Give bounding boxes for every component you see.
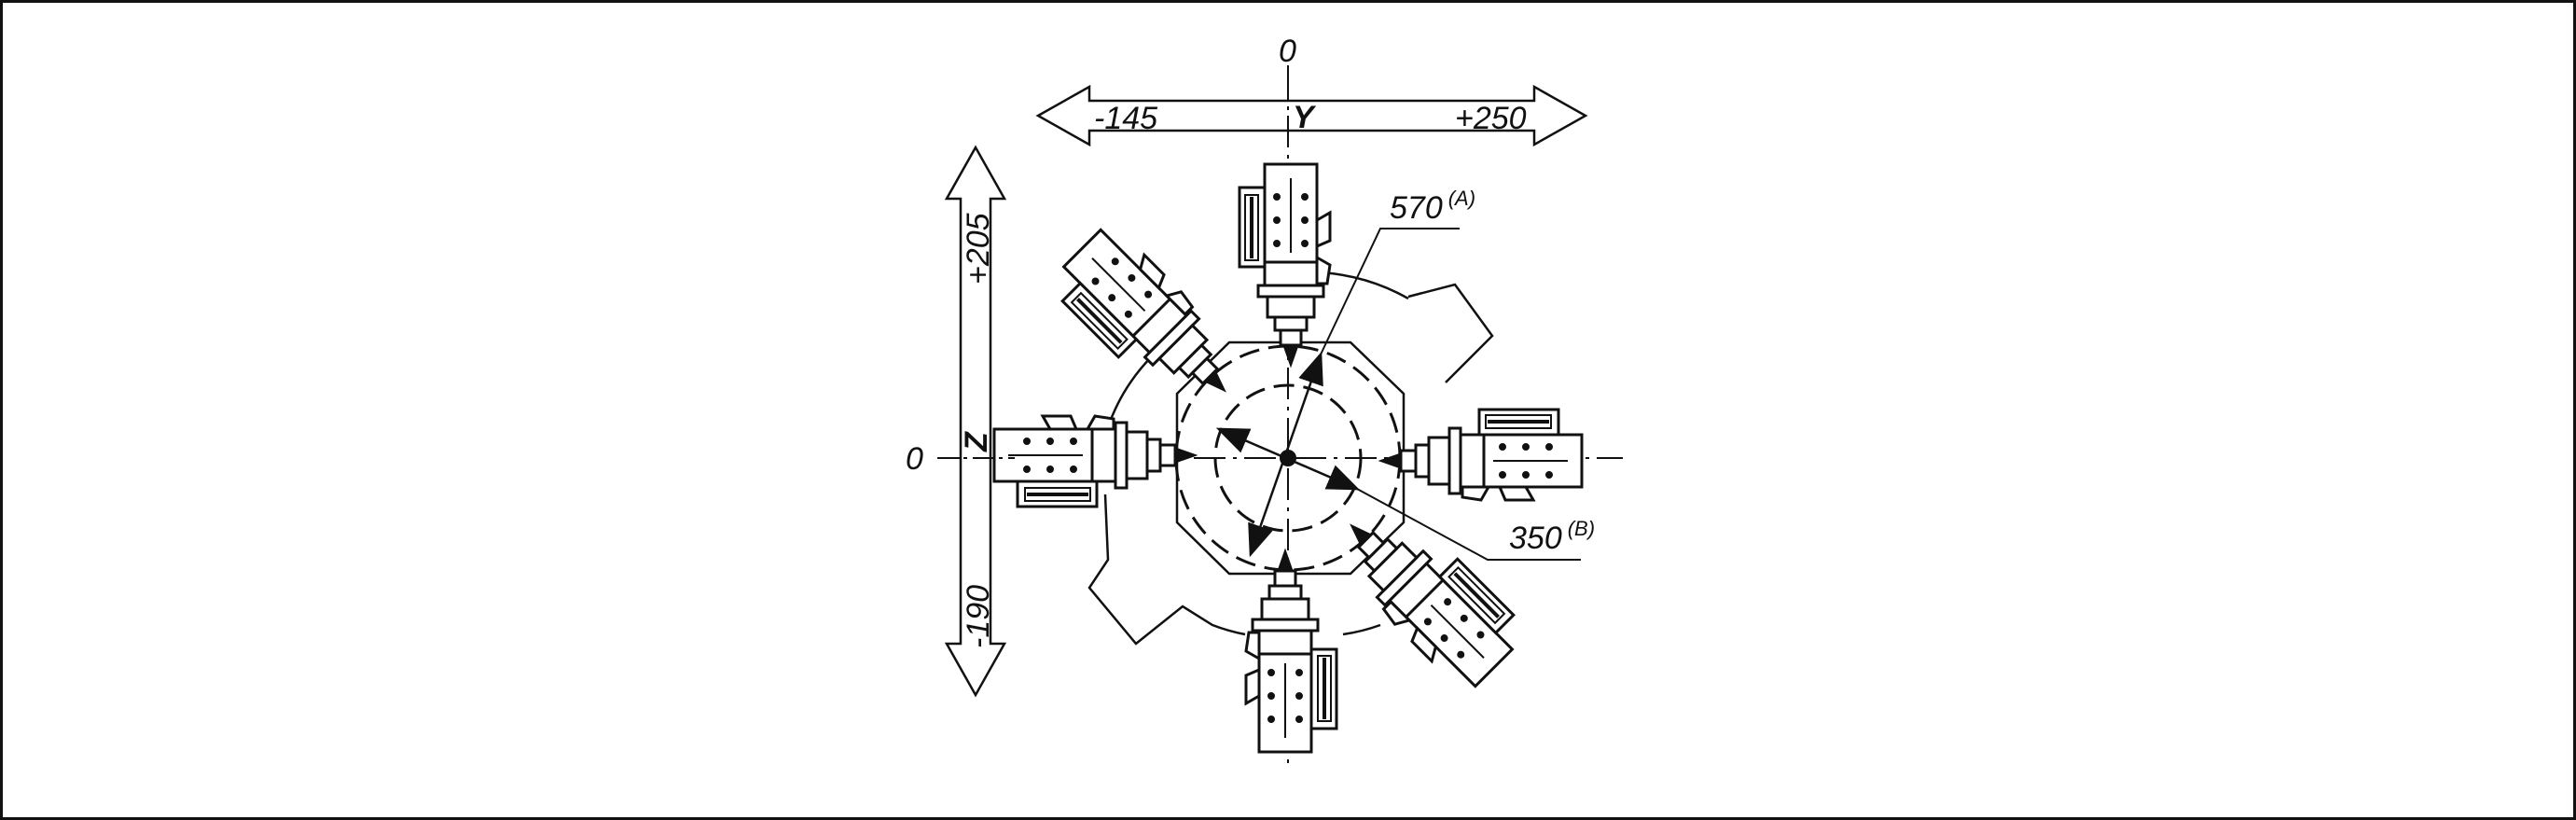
dim-a-label: 570(A) bbox=[1390, 187, 1475, 226]
z-min-label: -190 bbox=[961, 585, 996, 648]
tool-station-top bbox=[1238, 162, 1332, 366]
z-zero-label: 0 bbox=[906, 441, 923, 477]
dim-b-leader bbox=[1356, 488, 1581, 561]
dim-b-sup: (B) bbox=[1568, 517, 1595, 540]
y-zero-label: 0 bbox=[1279, 34, 1296, 69]
y-min-label: -145 bbox=[1094, 101, 1157, 136]
z-axis-arrow bbox=[944, 145, 1007, 698]
dim-b-label: 350 (B) bbox=[1509, 517, 1595, 556]
tool-station-bottom bbox=[1244, 550, 1338, 754]
dim-a-leader bbox=[1320, 228, 1460, 355]
dim-a-value: 570 bbox=[1390, 190, 1443, 226]
turret-outline bbox=[1087, 271, 1494, 646]
z-max-label: +205 bbox=[961, 213, 996, 285]
dim-a-sup: (A) bbox=[1448, 187, 1475, 210]
tool-station-upper-left bbox=[1046, 220, 1251, 425]
dim-b-value: 350 bbox=[1509, 521, 1562, 556]
y-max-label: +250 bbox=[1455, 101, 1527, 136]
y-axis-arrow bbox=[1035, 84, 1588, 147]
z-axis-letter: Z bbox=[959, 431, 994, 452]
y-axis-letter: Y bbox=[1293, 100, 1317, 135]
tool-station-left bbox=[992, 414, 1196, 508]
dim-b-arrow bbox=[1215, 427, 1361, 491]
tool-station-lower-right bbox=[1325, 491, 1530, 696]
tool-station-right bbox=[1380, 408, 1584, 502]
